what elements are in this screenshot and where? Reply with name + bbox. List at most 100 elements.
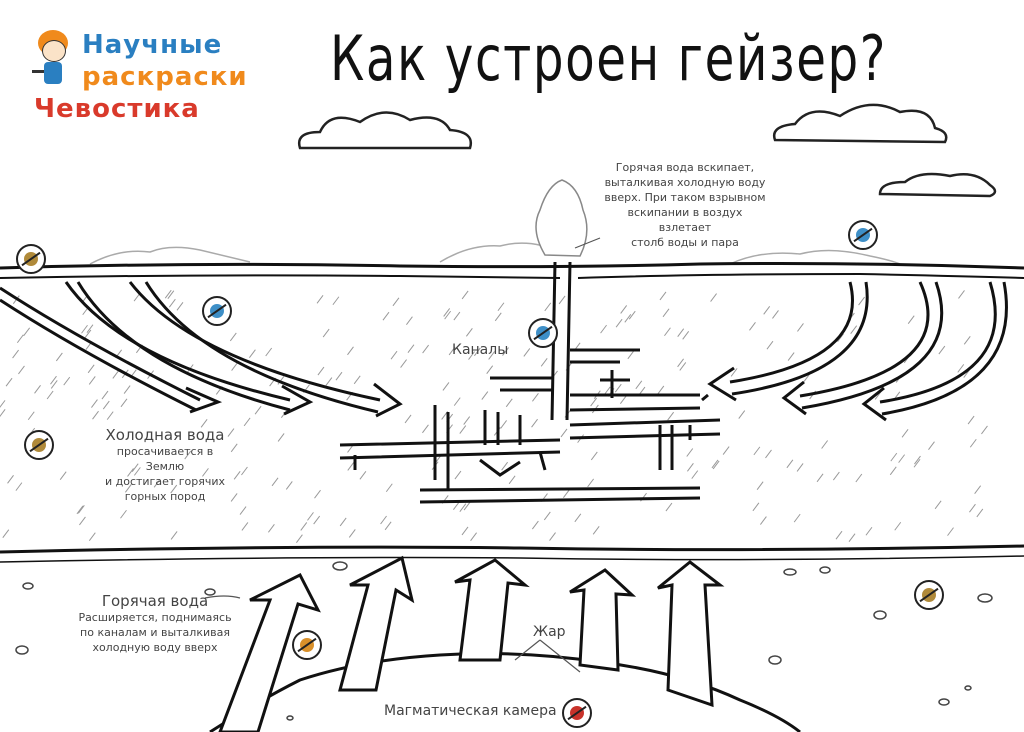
- marker-badge-icon: [202, 296, 232, 326]
- logo-line-1: Научные: [82, 30, 223, 60]
- hatch-stroke: [127, 468, 134, 477]
- hatch-stroke: [635, 380, 643, 390]
- hatch-stroke: [233, 470, 241, 480]
- hatch-stroke: [624, 314, 632, 323]
- hatch-stroke: [239, 506, 247, 515]
- hatch-stroke: [474, 347, 481, 357]
- hatch-stroke: [796, 463, 804, 472]
- hatch-stroke: [969, 438, 977, 448]
- hatch-stroke: [7, 474, 14, 484]
- marker-badge-icon: [24, 430, 54, 460]
- hatch-stroke: [898, 454, 906, 463]
- geyser-note-line: выталкивая холодную воду: [604, 176, 766, 189]
- hatch-stroke: [112, 370, 120, 379]
- hatch-stroke: [592, 526, 600, 535]
- hatch-stroke: [850, 325, 858, 334]
- hatch-stroke: [325, 377, 333, 386]
- hatch-stroke: [347, 346, 354, 356]
- hatch-stroke: [531, 520, 539, 530]
- hatch-stroke: [91, 399, 98, 408]
- hatch-stroke: [50, 375, 57, 385]
- hatch-stroke: [821, 440, 829, 449]
- hatch-stroke: [687, 462, 694, 472]
- hatch-stroke: [531, 418, 538, 428]
- hatch-stroke: [16, 334, 24, 344]
- hatch-stroke: [574, 513, 582, 523]
- hatch-stroke: [540, 358, 548, 367]
- hatch-stroke: [947, 527, 954, 536]
- hatch-stroke: [296, 534, 303, 543]
- hatch-stroke: [627, 350, 635, 360]
- hatch-stroke: [600, 324, 607, 334]
- geyser-note-line: вверх. При таком взрывном: [604, 191, 766, 204]
- hatch-stroke: [353, 375, 361, 385]
- hatch-stroke: [766, 340, 774, 350]
- marker-badge-icon: [292, 630, 322, 660]
- hatch-stroke: [5, 377, 13, 387]
- hatch-stroke: [241, 522, 249, 531]
- hatch-stroke: [167, 290, 175, 300]
- hatch-stroke: [422, 424, 429, 434]
- hatch-stroke: [176, 301, 184, 311]
- hatch-stroke: [46, 390, 54, 400]
- hatch-stroke: [448, 346, 456, 356]
- hatch-stroke: [532, 392, 539, 402]
- ground-surface: [0, 262, 1024, 270]
- hatch-stroke: [710, 293, 717, 302]
- hatch-stroke: [332, 296, 340, 306]
- channels-network: [339, 348, 721, 504]
- hatch-stroke: [243, 417, 251, 427]
- hatch-stroke: [0, 409, 6, 418]
- hatch-stroke: [12, 349, 19, 359]
- hatch-stroke: [501, 461, 509, 471]
- hot-water-line: холодную воду вверх: [92, 641, 218, 654]
- hatch-stroke: [797, 323, 804, 332]
- hatch-stroke: [662, 308, 670, 318]
- hatch-stroke: [184, 450, 192, 460]
- hatch-stroke: [15, 482, 23, 491]
- hatch-stroke: [665, 502, 673, 512]
- hatch-stroke: [914, 455, 921, 465]
- hatch-stroke: [384, 521, 392, 531]
- pebbles: [15, 561, 993, 721]
- heat-label: Жар: [533, 624, 566, 640]
- hatch-stroke: [481, 391, 489, 400]
- hatch-stroke: [164, 289, 172, 299]
- hatch-stroke: [442, 382, 450, 391]
- hatch-stroke: [855, 473, 863, 483]
- hatch-stroke: [772, 310, 779, 319]
- hatch-stroke: [494, 312, 502, 322]
- hatch-stroke: [392, 297, 400, 307]
- hatch-stroke: [470, 532, 477, 541]
- hot-water-line: по каналам и выталкивая: [80, 626, 230, 639]
- cloud-left: [297, 111, 473, 150]
- geyser-note: Горячая вода вскипает, выталкивая холодн…: [600, 160, 770, 250]
- hatch-stroke: [404, 414, 412, 424]
- hatch-stroke: [77, 505, 85, 514]
- hatch-stroke: [453, 397, 461, 406]
- hatch-stroke: [913, 458, 921, 468]
- hatch-stroke: [679, 362, 687, 371]
- hatch-stroke: [958, 290, 965, 299]
- hatch-stroke: [231, 362, 239, 371]
- hatch-stroke: [227, 428, 235, 437]
- hatch-stroke: [34, 385, 41, 394]
- hatch-stroke: [619, 395, 627, 405]
- hatch-stroke: [84, 329, 92, 339]
- hatch-stroke: [307, 512, 314, 521]
- hatch-stroke: [123, 385, 131, 394]
- hatch-stroke: [422, 344, 430, 354]
- hatch-stroke: [348, 529, 356, 538]
- hatch-stroke: [677, 328, 685, 338]
- hatch-stroke: [488, 351, 496, 360]
- page-title: Как устроен гейзер?: [330, 22, 888, 95]
- hatch-stroke: [486, 365, 494, 374]
- cold-water-arrows-left: [0, 281, 403, 418]
- hatch-stroke: [760, 516, 767, 525]
- hatch-stroke: [120, 509, 127, 519]
- hatch-stroke: [347, 462, 355, 471]
- cloud-far-right: [878, 172, 997, 198]
- hatch-stroke: [314, 489, 321, 499]
- hatch-stroke: [101, 390, 109, 400]
